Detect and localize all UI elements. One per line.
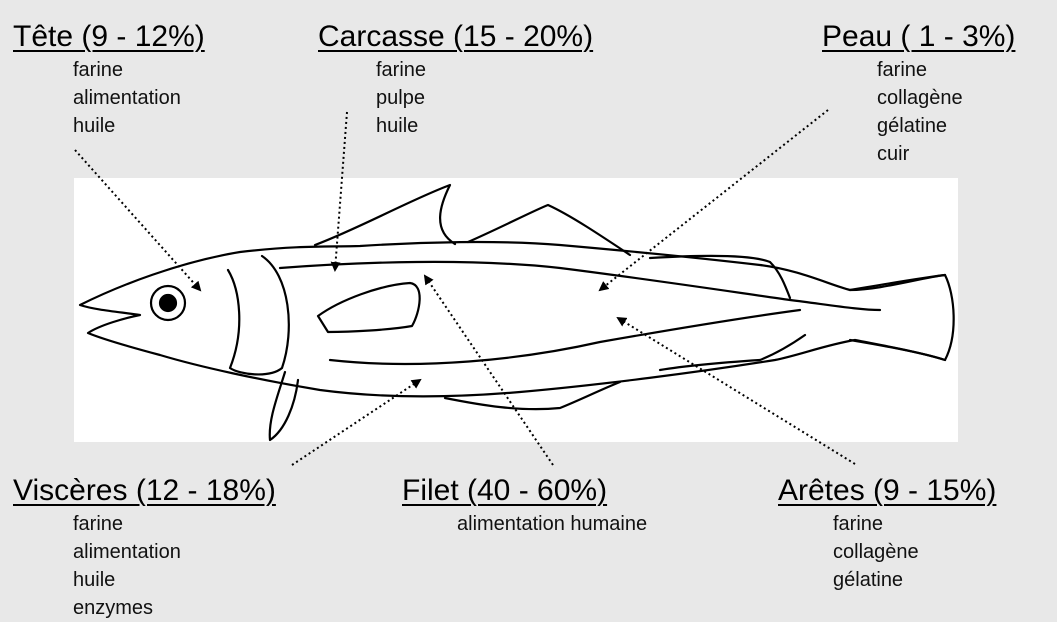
use-item: cuir	[877, 140, 1015, 168]
use-item: huile	[376, 112, 593, 140]
use-item: alimentation humaine	[457, 510, 647, 538]
uses-filet: alimentation humaine	[402, 510, 647, 538]
dorsal-fin-1	[315, 185, 455, 245]
use-item: gélatine	[877, 112, 1015, 140]
use-item: alimentation	[73, 538, 276, 566]
label-visceres: Viscères (12 - 18%) farine alimentation …	[13, 474, 276, 622]
heading-tete: Tête (9 - 12%)	[13, 20, 205, 54]
lateral-line	[280, 262, 880, 310]
use-item: farine	[877, 56, 1015, 84]
use-item: enzymes	[73, 594, 276, 622]
arrow-peau	[600, 110, 828, 290]
pectoral-fin	[318, 283, 420, 332]
arrow-aretes	[618, 318, 855, 464]
use-item: farine	[73, 56, 205, 84]
uses-aretes: farine collagène gélatine	[778, 510, 996, 594]
use-item: farine	[73, 510, 276, 538]
uses-peau: farine collagène gélatine cuir	[822, 56, 1015, 168]
use-item: huile	[73, 566, 276, 594]
belly-line	[330, 310, 800, 364]
heading-filet: Filet (40 - 60%)	[402, 474, 647, 508]
label-carcasse: Carcasse (15 - 20%) farine pulpe huile	[318, 20, 593, 140]
use-item: alimentation	[73, 84, 205, 112]
heading-peau: Peau ( 1 - 3%)	[822, 20, 1015, 54]
dorsal-fin-3	[650, 256, 790, 298]
label-peau: Peau ( 1 - 3%) farine collagène gélatine…	[822, 20, 1015, 168]
heading-aretes: Arêtes (9 - 15%)	[778, 474, 996, 508]
arrow-tete	[75, 150, 200, 290]
label-aretes: Arêtes (9 - 15%) farine collagène gélati…	[778, 474, 996, 594]
heading-visceres: Viscères (12 - 18%)	[13, 474, 276, 508]
uses-tete: farine alimentation huile	[13, 56, 205, 140]
use-item: collagène	[833, 538, 996, 566]
gill-line	[228, 256, 289, 374]
tail-fin	[850, 275, 945, 360]
anal-fin-2	[660, 335, 805, 370]
use-item: collagène	[877, 84, 1015, 112]
use-item: gélatine	[833, 566, 996, 594]
label-filet: Filet (40 - 60%) alimentation humaine	[402, 474, 647, 538]
use-item: farine	[376, 56, 593, 84]
label-tete: Tête (9 - 12%) farine alimentation huile	[13, 20, 205, 140]
heading-carcasse: Carcasse (15 - 20%)	[318, 20, 593, 54]
arrow-filet	[425, 276, 553, 465]
uses-carcasse: farine pulpe huile	[318, 56, 593, 140]
use-item: pulpe	[376, 84, 593, 112]
uses-visceres: farine alimentation huile enzymes	[13, 510, 276, 622]
use-item: farine	[833, 510, 996, 538]
use-item: huile	[73, 112, 205, 140]
dorsal-fin-2	[468, 205, 630, 255]
